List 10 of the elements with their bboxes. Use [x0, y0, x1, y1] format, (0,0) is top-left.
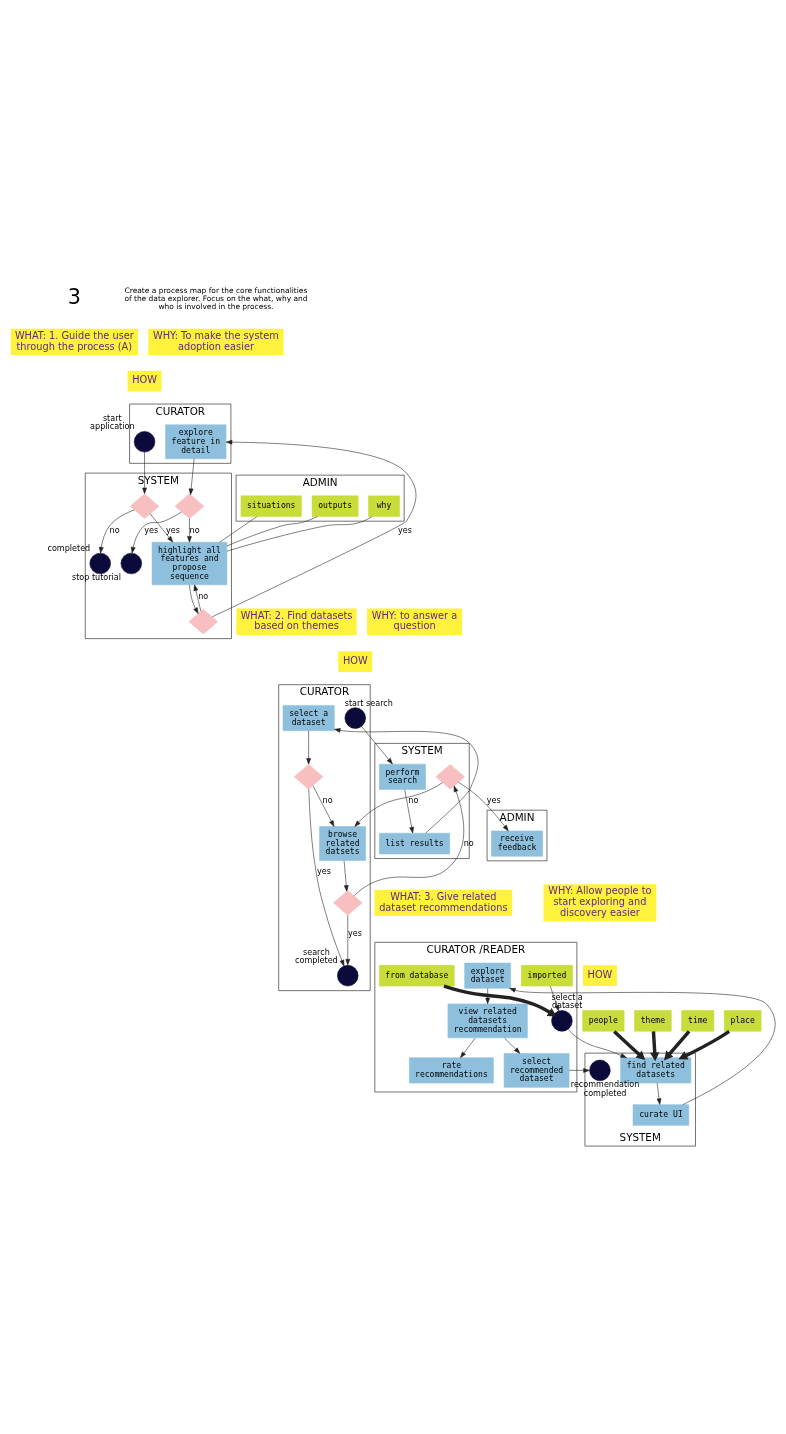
label: HOW	[587, 968, 613, 980]
label: WHAT: 1. Guide the user through the process (A)	[14, 329, 134, 352]
label: WHAT: 3. Give related dataset recommendations	[379, 890, 508, 913]
label: WHAT: 2. Find datasets based on themes	[240, 609, 353, 631]
label: WHY: to answer a question	[371, 609, 458, 631]
label: WHY: To make the system adoption easier	[153, 329, 279, 352]
label: 3	[67, 284, 81, 309]
label: HOW	[342, 654, 368, 666]
label: WHY: Allow people to start exploring and discovery easier	[548, 884, 652, 918]
label: HOW	[132, 373, 157, 385]
